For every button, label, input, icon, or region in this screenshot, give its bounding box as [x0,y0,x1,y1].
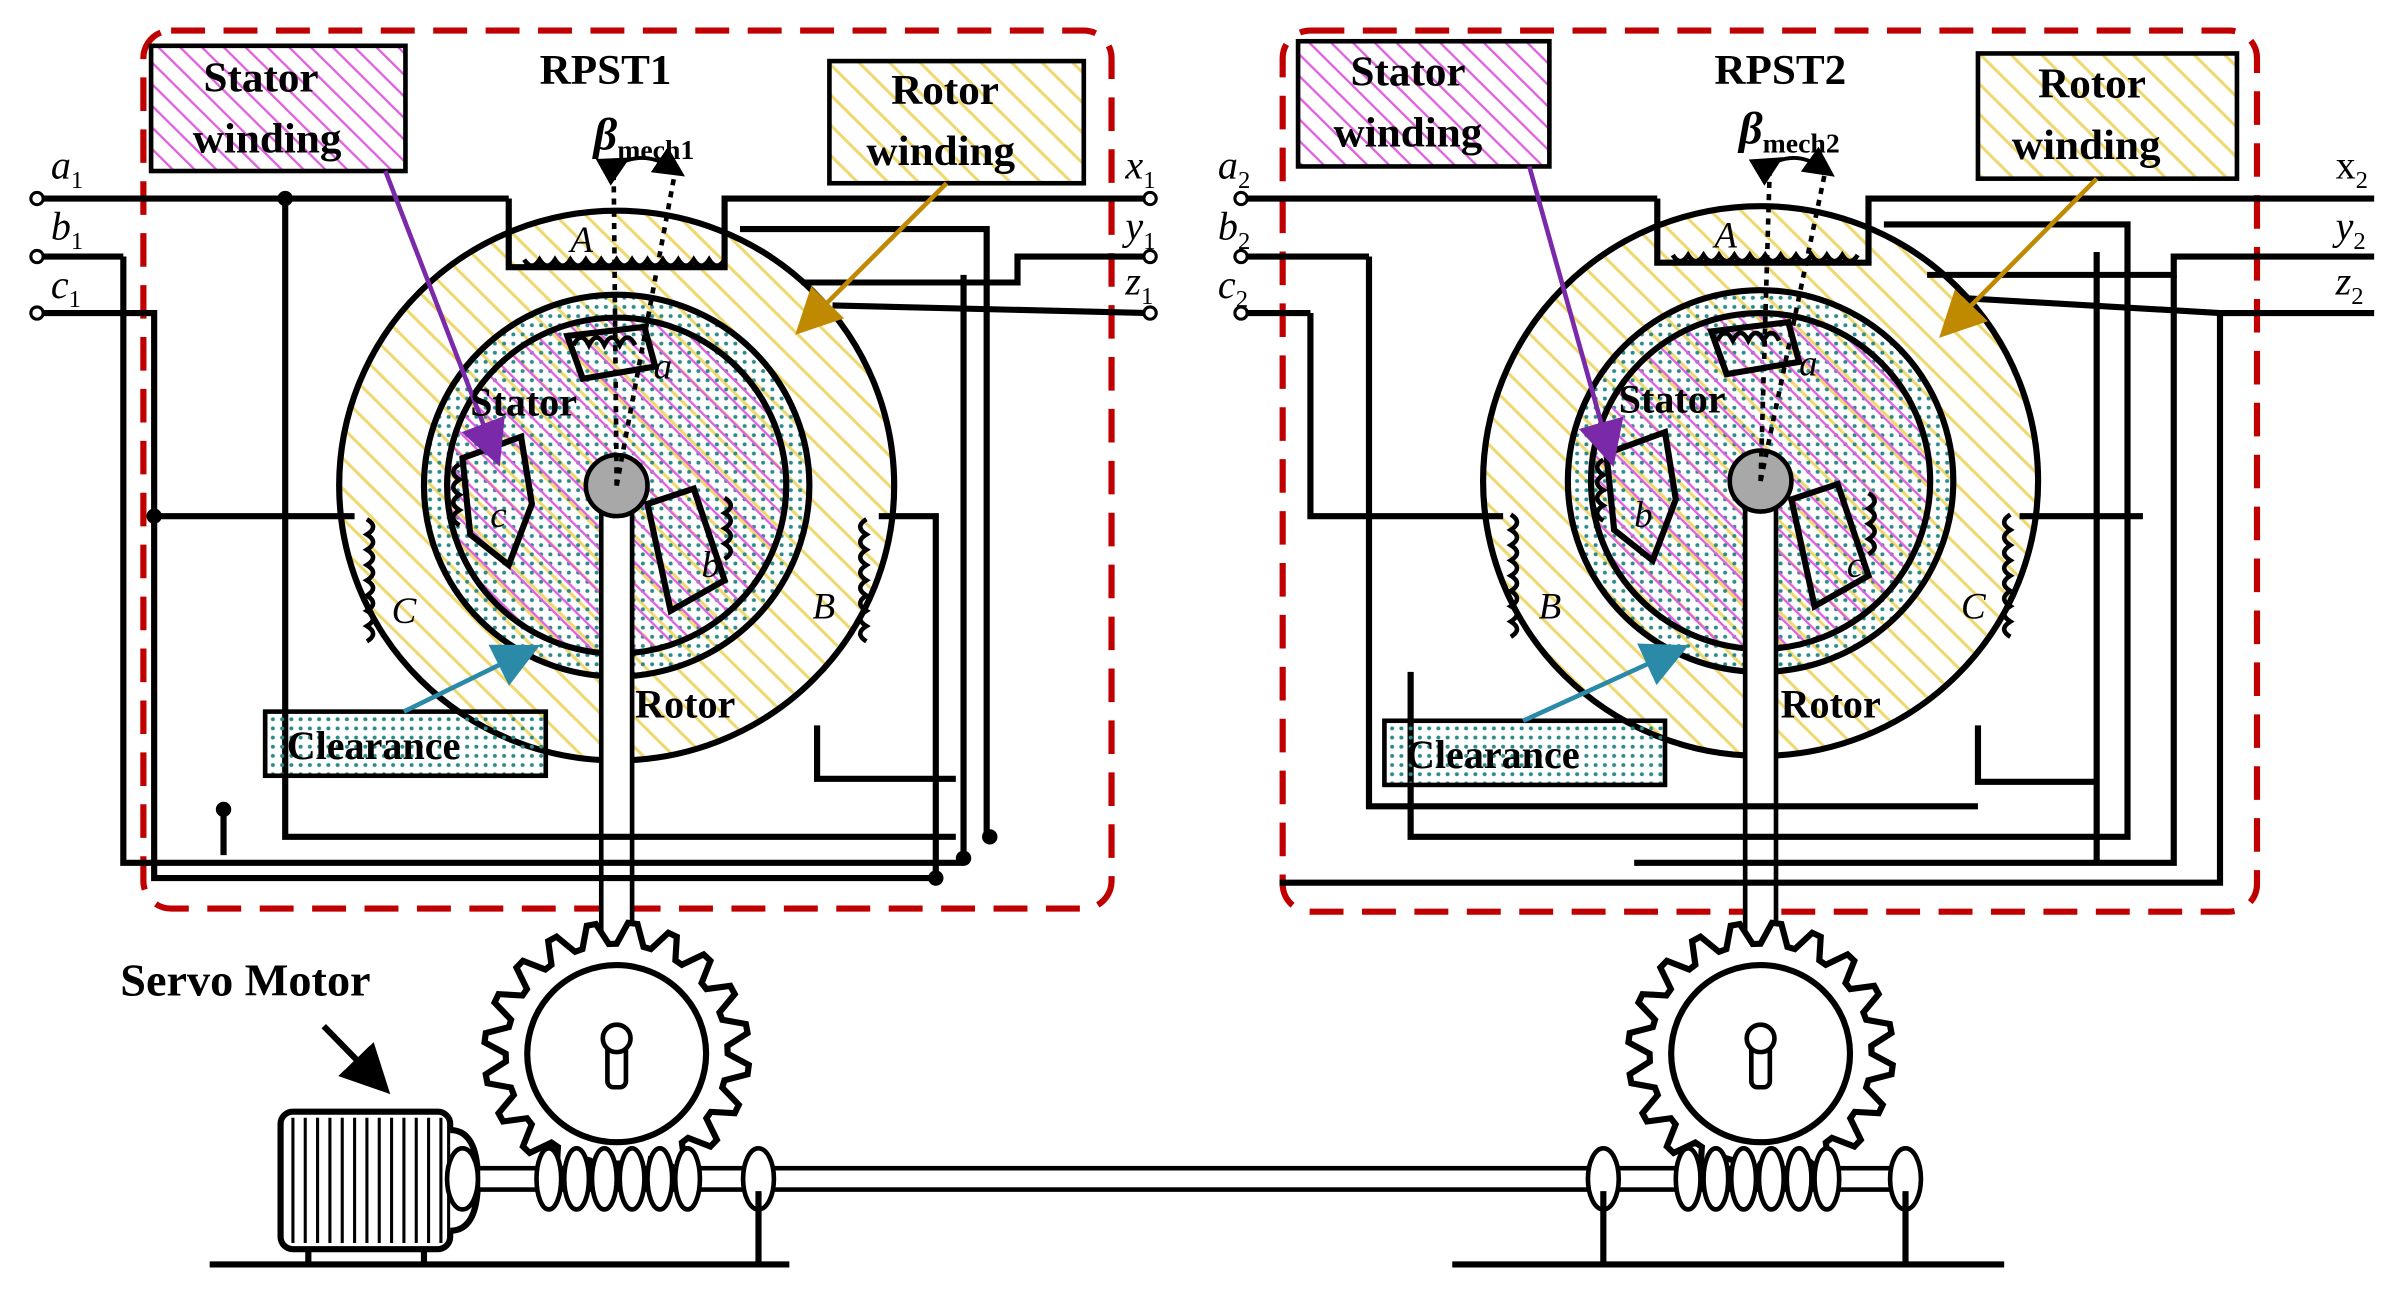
worm-2 [1673,1146,1842,1212]
rpst1-stator-callout-box [148,43,408,174]
rpst1-terminal-c: c1 [51,262,81,313]
rpst2-rotor-phase-A: A [1711,215,1737,256]
gear-1-icon [481,919,753,1188]
rpst2-unit: RPST2 βmech2 Stator winding Rotor windin… [1218,27,2375,947]
rpst1-stator-phase-c: c [490,494,506,535]
rpst1-rotor-callout-line2: winding [866,128,1015,175]
rpst2-terminal-y: y2 [2332,204,2366,255]
rpst2-rotor-label: Rotor [1781,682,1881,727]
rpst2-terminal-x: x2 [2336,143,2368,194]
rpst1-rotor-phase-C: C [392,590,417,631]
rpst1-stator-callout-line2: winding [193,116,342,163]
rpst2-terminal-c: c2 [1218,262,1248,313]
rpst1-rotor-label: Rotor [635,682,735,727]
rpst2-rotor-phase-C: C [1961,586,1986,627]
rpst2-terminal-b: b2 [1218,204,1250,255]
rpst2-rotor-callout-box [1975,51,2240,181]
rpst2-stator-phase-c: c [1847,544,1863,585]
rpst2-clearance-label: Clearance [1406,732,1580,777]
rpst2-rotor-callout-line1: Rotor [2038,61,2146,108]
rpst1-terminal-y: y1 [1121,204,1155,255]
rpst2-beta: βmech2 [1737,103,1840,159]
rpst1-terminal-a: a1 [51,143,83,194]
rpst2-title: RPST2 [1714,47,1846,94]
rpst1-rotor-phase-A: A [567,219,593,260]
servo-motor-label: Servo Motor [120,955,370,1006]
rpst2-stator-label: Stator [1619,376,1726,421]
worm-1 [534,1146,703,1212]
rpst2-clearance-box [1382,718,1668,788]
rpst1-beta: βmech1 [592,109,695,165]
rpst2-frame [1279,27,2261,915]
rpst1-title: RPST1 [540,47,672,94]
rpst2-rotor-callout-line2: winding [2012,122,2161,169]
rpst1-terminal-b: b1 [51,204,83,255]
rpst2-stator-callout-line1: Stator [1351,49,1466,96]
rpst1-rotor-callout-line1: Rotor [891,67,999,114]
drive-train: Servo Motor [120,919,2005,1268]
rpst1-clearance-box [262,709,549,779]
rpst1-rotor-callout-box [827,58,1087,186]
rpst1-unit: RPST1 βmech1 Stator winding Rotor windin… [29,27,1158,947]
rpst2-rotor-phase-B: B [1539,586,1562,627]
rpst1-clearance-label: Clearance [287,723,461,768]
rpst2-terminal-z: z2 [2335,259,2364,310]
rpst2-stator-phase-b: b [1634,494,1652,535]
rpst2-terminal-a: a2 [1218,143,1250,194]
gear-2-icon [1625,919,1897,1188]
rpst1-stator-label: Stator [470,380,577,425]
rpst1-terminal-x: x1 [1124,143,1155,194]
rpst1-stator-phase-a: a [654,346,672,387]
rpst1-stator-phase-b: b [701,544,719,585]
rpst1-stator-callout-line1: Stator [204,55,319,102]
rpst1-rotor-phase-B: B [812,586,835,627]
rpst1-terminal-z: z1 [1124,259,1153,310]
rpst2-stator-phase-a: a [1799,343,1817,384]
rpst2-stator-callout-box [1295,38,1552,169]
rpst2-shaft [1742,478,1779,947]
rpst2-stator-callout-line2: winding [1334,110,1483,157]
